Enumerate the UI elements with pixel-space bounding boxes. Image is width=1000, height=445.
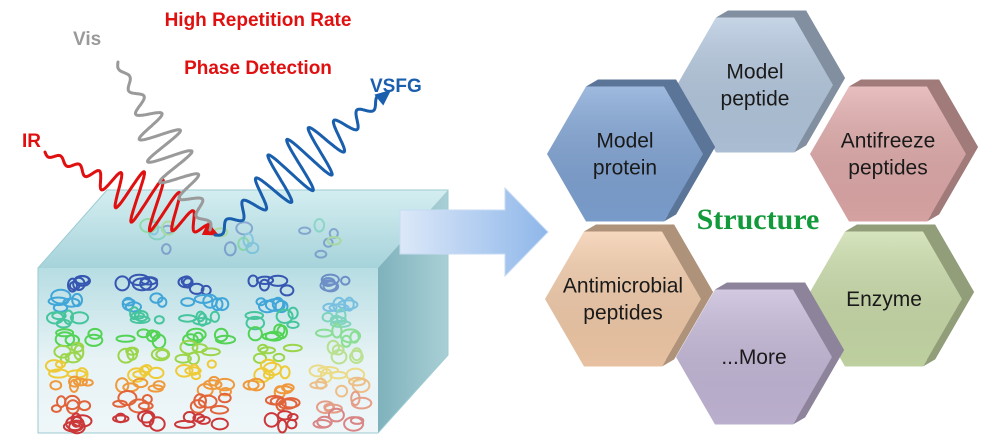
protein-structure — [298, 218, 342, 259]
hexagon-label: protein — [593, 157, 657, 180]
hexagon-model-protein: Model protein — [547, 79, 715, 222]
protein-structure — [242, 274, 303, 434]
hexagon-label: Model — [596, 130, 653, 153]
hexagon-label: Antimicrobial — [563, 275, 683, 298]
hexagon-label: Enzyme — [846, 288, 922, 311]
hexagon-antifreeze-peptides: Antifreeze peptides — [810, 79, 978, 222]
hexagon-label: peptides — [848, 157, 927, 180]
vsfg-arrowhead — [374, 89, 392, 106]
vis-beam — [116, 60, 213, 232]
sample-block — [37, 189, 449, 434]
hexagon-label: Model — [726, 61, 783, 84]
hexagon-label: peptide — [721, 88, 790, 111]
ir-label: IR — [22, 131, 41, 152]
protein-structure — [112, 273, 171, 432]
right-arrow-icon — [399, 186, 549, 278]
protein-structures — [44, 218, 373, 435]
protein-structure — [44, 275, 104, 435]
vis-label: Vis — [73, 29, 101, 50]
hexagon-label: Antifreeze — [841, 130, 936, 153]
hexagon-label: peptides — [583, 302, 662, 325]
structure-title: Structure — [697, 203, 820, 236]
hexagon-antimicrobial-peptides: Antimicrobial peptides — [545, 224, 713, 367]
transition-arrow — [399, 186, 549, 278]
hexagon-model-peptide: Model peptide — [677, 10, 845, 153]
hexagon-label: ...More — [721, 346, 786, 369]
title-line-2: Phase Detection — [184, 58, 332, 79]
hexagon-ring: Enzyme Antifreeze peptides Model peptide ...M… — [545, 10, 978, 425]
protein-structure — [308, 273, 373, 432]
hexagon-enzyme: Enzyme — [806, 224, 974, 367]
hexagon-more: ...More — [676, 282, 844, 425]
vsfg-beam — [213, 89, 392, 237]
protein-structure — [174, 275, 237, 431]
vsfg-label: VSFG — [370, 76, 422, 97]
title-line-1: High Repetition Rate — [165, 10, 352, 31]
